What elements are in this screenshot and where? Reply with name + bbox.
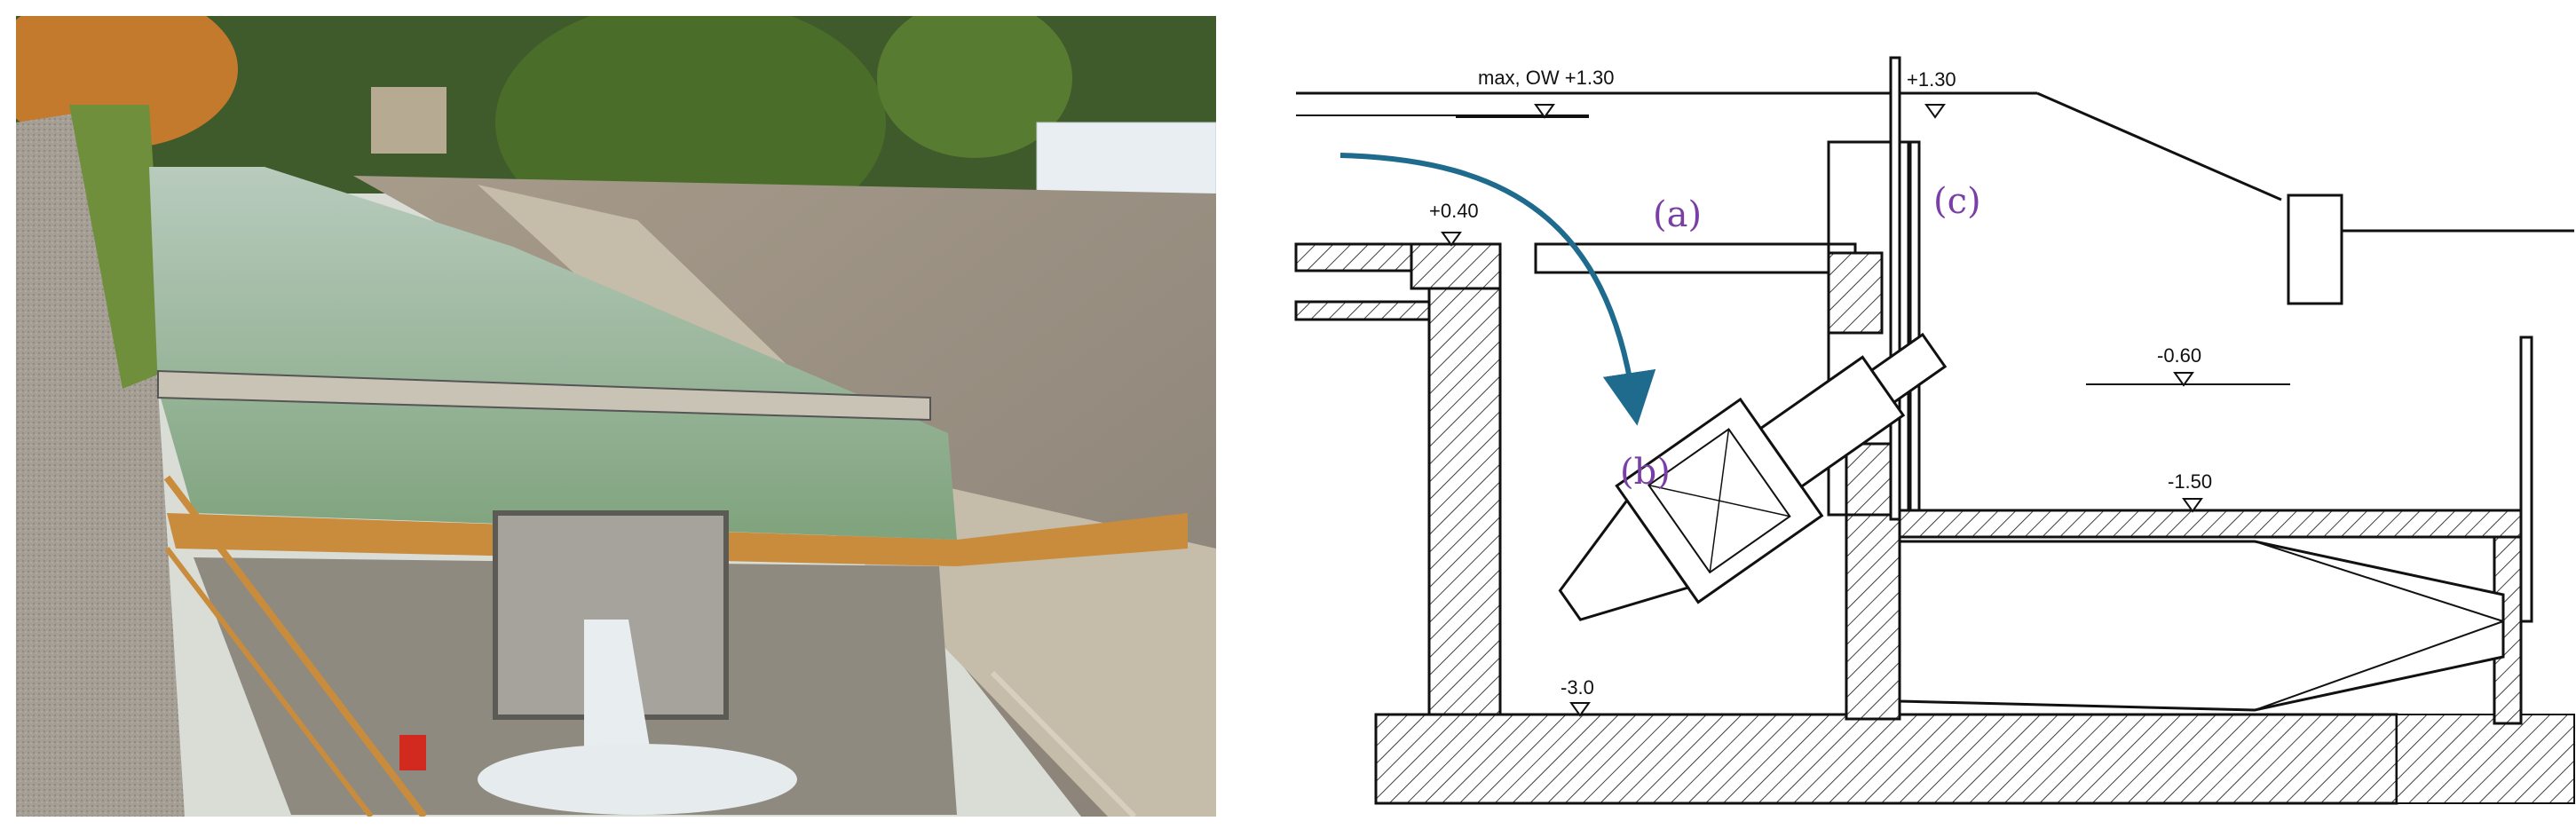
- small-house: [371, 87, 446, 154]
- railing-left-2: [164, 547, 374, 817]
- level-marker-ow: [1534, 104, 1555, 119]
- gate-housing: [1827, 140, 1910, 517]
- outlet-box: [2287, 193, 2343, 305]
- splash: [478, 744, 797, 815]
- left-grass: [69, 105, 167, 389]
- level-max-ow: max, OW +1.30: [1478, 67, 1614, 89]
- level-marker-pit: [1569, 702, 1591, 717]
- weir-photo: [16, 16, 1216, 817]
- bridge-beam: [157, 369, 931, 422]
- level-marker-slab: [1441, 232, 1462, 247]
- flow-arrow: [1339, 153, 1656, 426]
- railing-left: [163, 475, 428, 817]
- greenhouse: [1036, 122, 1216, 203]
- level-marker-floor: [2182, 498, 2203, 513]
- canal-water: [149, 167, 957, 540]
- bottom-slab: [1374, 713, 2398, 805]
- level-slab: +0.40: [1429, 200, 1479, 222]
- level-channel-floor: -1.50: [2168, 470, 2212, 493]
- outlet-post: [2519, 336, 2533, 623]
- gate-slide-2: [1908, 140, 1921, 517]
- channel-roof: [1898, 509, 2523, 539]
- red-bucket: [399, 735, 426, 770]
- turbine-unit: [1558, 332, 1948, 621]
- top-slope: [2036, 91, 2282, 201]
- label-c: (c): [1933, 181, 1981, 222]
- level-marker-tail: [2173, 372, 2194, 387]
- center-wall-top: [1827, 251, 1884, 335]
- cross-section-drawing: max, OW +1.30 +1.30 +0.40 -0.60 -1.50 -3…: [1294, 56, 2575, 805]
- draft-tube-axis-2: [2254, 620, 2504, 711]
- left-wall-vertical: [1427, 287, 1502, 716]
- draft-tube: [1898, 540, 2505, 712]
- left-wall: [1410, 242, 1502, 290]
- upstream-slab-lower: [1294, 300, 1449, 321]
- label-a: (a): [1653, 194, 1702, 235]
- waterfall: [584, 620, 655, 779]
- label-b: (b): [1620, 452, 1671, 493]
- bottom-slab-right: [2396, 714, 2575, 804]
- level-tail-water: -0.60: [2157, 344, 2201, 367]
- railing-right: [990, 670, 1137, 817]
- level-pit-floor: -3.0: [1561, 676, 1594, 699]
- level-marker-top: [1924, 104, 1946, 119]
- level-top-gate: +1.30: [1907, 68, 1956, 91]
- gate-slide: [1889, 56, 1901, 521]
- tree-clump-right: [877, 16, 1072, 158]
- draft-tube-axis-1: [2254, 541, 2504, 622]
